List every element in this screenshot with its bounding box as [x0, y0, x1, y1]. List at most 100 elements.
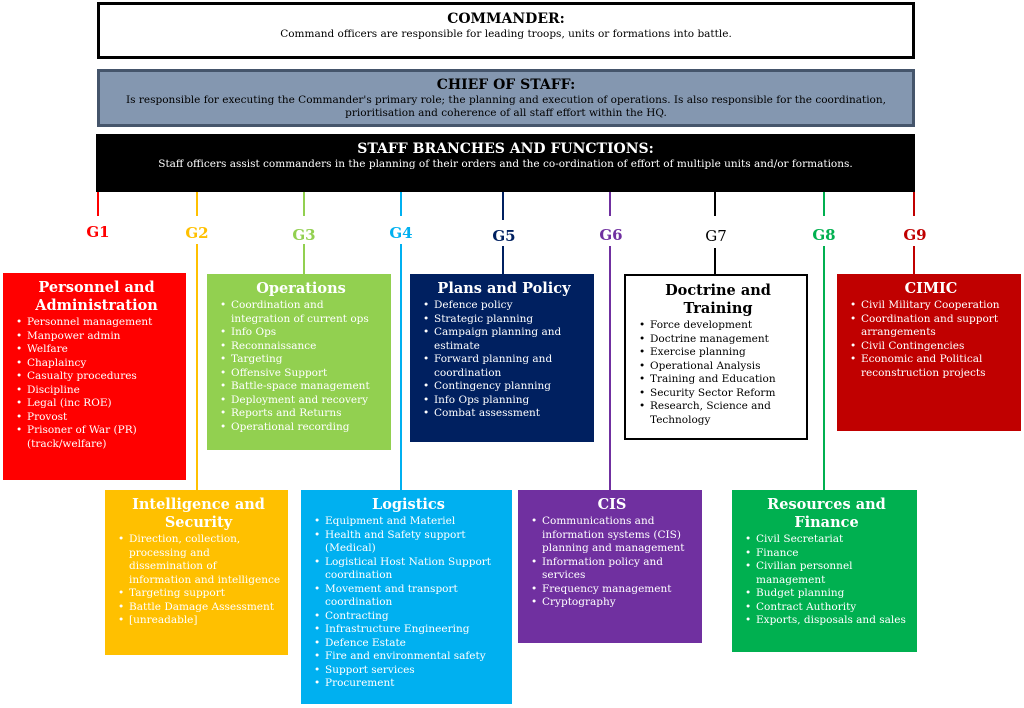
g2-list: Direction, collection, processing and di… — [115, 533, 282, 628]
g4-logistics-box: Logistics Equipment and Materiel Health … — [301, 490, 512, 704]
g8-title: Resources and Finance — [767, 496, 886, 531]
list-item: Offensive Support — [220, 367, 385, 381]
list-item: Reconnaissance — [220, 340, 385, 354]
list-item: Discipline — [16, 384, 180, 398]
list-item: Contracting — [314, 610, 506, 624]
g6-cis-box: CIS Communications and information syste… — [518, 490, 702, 643]
g5-title: Plans and Policy — [437, 280, 571, 297]
list-item: Info Ops — [220, 326, 385, 340]
g4-list: Equipment and Materiel Health and Safety… — [311, 515, 506, 691]
list-item: Operational recording — [220, 421, 385, 435]
g6-connector-upper — [609, 192, 611, 216]
g1-label: G1 — [86, 223, 110, 241]
g2-title: Intelligence and Security — [132, 496, 265, 531]
list-item: Operational Analysis — [639, 360, 800, 374]
list-item: Provost — [16, 411, 180, 425]
g9-cimic-box: CIMIC Civil Military Cooperation Coordin… — [837, 274, 1021, 431]
g6-label: G6 — [599, 226, 623, 244]
g3-connector-lower — [303, 244, 305, 274]
list-item: Civil Contingencies — [850, 340, 1015, 354]
g2-intelligence-box: Intelligence and Security Direction, col… — [105, 490, 288, 655]
list-item: Infrastructure Engineering — [314, 623, 506, 637]
g3-connector-upper — [303, 192, 305, 216]
list-item: Movement and transport coordination — [314, 583, 506, 610]
list-item: Welfare — [16, 343, 180, 357]
list-item: Support services — [314, 664, 506, 678]
list-item: Fire and environmental safety — [314, 650, 506, 664]
list-item: Prisoner of War (PR) (track/welfare) — [16, 424, 180, 451]
g1-personnel-box: Personnel and Administration Personnel m… — [3, 273, 186, 480]
g3-label: G3 — [292, 226, 316, 244]
list-item: Targeting — [220, 353, 385, 367]
chief-of-staff-box: CHIEF OF STAFF: Is responsible for execu… — [97, 69, 915, 127]
g9-list: Civil Military Cooperation Coordination … — [847, 299, 1015, 380]
list-item: Coordination and support arrangements — [850, 313, 1015, 340]
list-item: Battle Damage Assessment — [118, 601, 282, 615]
g9-label: G9 — [903, 226, 927, 244]
g5-connector-lower — [502, 246, 504, 274]
g3-list: Coordination and integration of current … — [217, 299, 385, 434]
list-item: Direction, collection, processing and di… — [118, 533, 282, 587]
list-item: Contract Authority — [745, 601, 911, 615]
g7-title: Doctrine and Training — [665, 282, 771, 317]
g1-title: Personnel and Administration — [35, 279, 158, 314]
list-item: Contingency planning — [423, 380, 588, 394]
g9-connector-upper — [913, 192, 915, 216]
staff-branches-description: Staff officers assist commanders in the … — [158, 158, 853, 170]
g6-list: Communications and information systems (… — [528, 515, 696, 610]
list-item: [unreadable] — [118, 614, 282, 628]
list-item: Communications and information systems (… — [531, 515, 696, 556]
list-item: Force development — [639, 319, 800, 333]
list-item: Civil Secretariat — [745, 533, 911, 547]
list-item: Reports and Returns — [220, 407, 385, 421]
list-item: Deployment and recovery — [220, 394, 385, 408]
g1-connector-upper — [97, 192, 99, 216]
list-item: Doctrine management — [639, 333, 800, 347]
list-item: Security Sector Reform — [639, 387, 800, 401]
list-item: Chaplaincy — [16, 357, 180, 371]
g8-resources-box: Resources and Finance Civil Secretariat … — [732, 490, 917, 652]
list-item: Strategic planning — [423, 313, 588, 327]
list-item: Health and Safety support (Medical) — [314, 529, 506, 556]
list-item: Exercise planning — [639, 346, 800, 360]
g5-connector-upper — [502, 192, 504, 220]
commander-description: Command officers are responsible for lea… — [280, 28, 732, 40]
staff-branches-title: STAFF BRANCHES AND FUNCTIONS: — [357, 141, 654, 157]
g6-connector-lower — [609, 246, 611, 490]
commander-box: COMMANDER: Command officers are responsi… — [97, 2, 915, 59]
list-item: Exports, disposals and sales — [745, 614, 911, 628]
g3-operations-box: Operations Coordination and integration … — [207, 274, 391, 450]
list-item: Battle-space management — [220, 380, 385, 394]
list-item: Cryptography — [531, 596, 696, 610]
g7-connector-lower — [714, 248, 716, 274]
g8-list: Civil Secretariat Finance Civilian perso… — [742, 533, 911, 628]
g3-title: Operations — [256, 280, 346, 297]
g2-connector-lower — [196, 244, 198, 490]
list-item: Info Ops planning — [423, 394, 588, 408]
g2-connector-upper — [196, 192, 198, 216]
g7-doctrine-box: Doctrine and Training Force development … — [624, 274, 808, 440]
list-item: Manpower admin — [16, 330, 180, 344]
list-item: Civil Military Cooperation — [850, 299, 1015, 313]
list-item: Forward planning and coordination — [423, 353, 588, 380]
staff-branches-box: STAFF BRANCHES AND FUNCTIONS: Staff offi… — [96, 134, 915, 192]
g7-list: Force development Doctrine management Ex… — [636, 319, 800, 427]
g8-label: G8 — [812, 226, 836, 244]
list-item: Campaign planning and estimate — [423, 326, 588, 353]
list-item: Economic and Political reconstruction pr… — [850, 353, 1015, 380]
list-item: Personnel management — [16, 316, 180, 330]
list-item: Research, Science and Technology — [639, 400, 800, 427]
g2-label: G2 — [185, 224, 209, 242]
list-item: Civilian personnel management — [745, 560, 911, 587]
g8-connector-upper — [823, 192, 825, 216]
g5-plans-box: Plans and Policy Defence policy Strategi… — [410, 274, 594, 442]
chief-of-staff-description: Is responsible for executing the Command… — [126, 94, 886, 119]
g4-title: Logistics — [372, 496, 445, 513]
list-item: Coordination and integration of current … — [220, 299, 385, 326]
list-item: Equipment and Materiel — [314, 515, 506, 529]
list-item: Procurement — [314, 677, 506, 691]
g4-connector-lower — [400, 244, 402, 490]
g1-list: Personnel management Manpower admin Welf… — [13, 316, 180, 451]
g9-connector-lower — [913, 246, 915, 274]
list-item: Budget planning — [745, 587, 911, 601]
